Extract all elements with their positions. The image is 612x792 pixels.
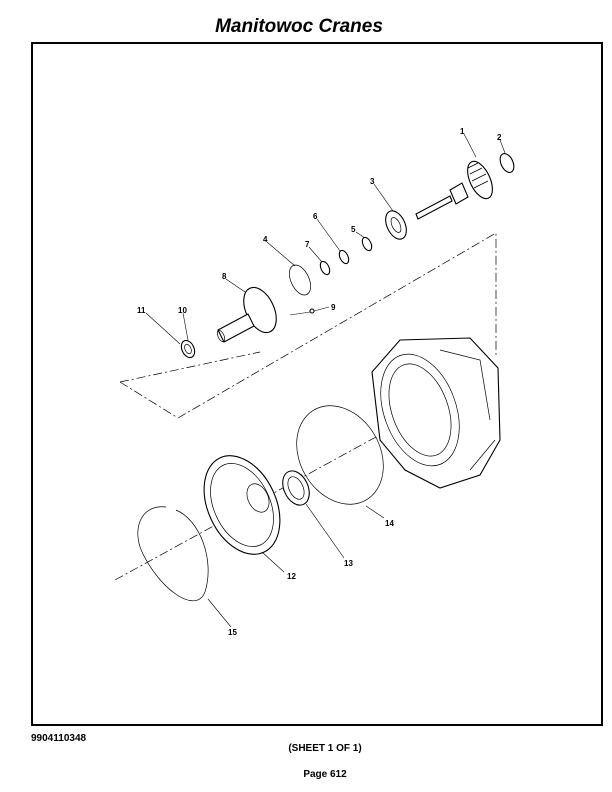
callout-5: 5	[351, 225, 356, 234]
callout-7: 7	[305, 240, 310, 249]
callout-12: 12	[287, 572, 296, 581]
callout-2: 2	[497, 133, 502, 142]
part-shaft-gear	[415, 160, 493, 220]
callout-1: 1	[460, 127, 465, 136]
part-flanged-shaft	[216, 286, 277, 343]
page-title: Manitowoc Cranes	[215, 16, 383, 37]
callout-14: 14	[385, 519, 394, 528]
document-number: 9904110348	[31, 733, 87, 744]
callout-4: 4	[263, 235, 268, 244]
callout-15: 15	[228, 628, 237, 637]
part-fastener-9	[289, 311, 311, 316]
part-ring-2	[499, 153, 515, 173]
part-washer-6	[338, 249, 350, 265]
part-snap-ring-4	[289, 264, 311, 296]
callout-10: 10	[178, 306, 187, 315]
part-seal-13	[282, 470, 310, 506]
part-washer-7	[319, 260, 331, 276]
part-o-ring-14	[296, 405, 384, 505]
callout-13: 13	[344, 559, 353, 568]
part-bearing	[385, 210, 407, 240]
page-number: Page 612	[303, 769, 347, 780]
part-washer-5	[361, 236, 373, 252]
callout-11: 11	[137, 306, 146, 315]
part-housing	[371, 337, 501, 489]
callout-6: 6	[313, 212, 318, 221]
part-cover-plate	[203, 455, 281, 555]
sheet-label: (SHEET 1 OF 1)	[288, 743, 362, 754]
part-snap-ring-15	[137, 506, 209, 602]
callout-8: 8	[222, 272, 227, 281]
callout-9: 9	[331, 303, 336, 312]
drawing-frame	[31, 42, 603, 726]
callout-3: 3	[370, 177, 375, 186]
part-bearing-10	[180, 339, 196, 359]
